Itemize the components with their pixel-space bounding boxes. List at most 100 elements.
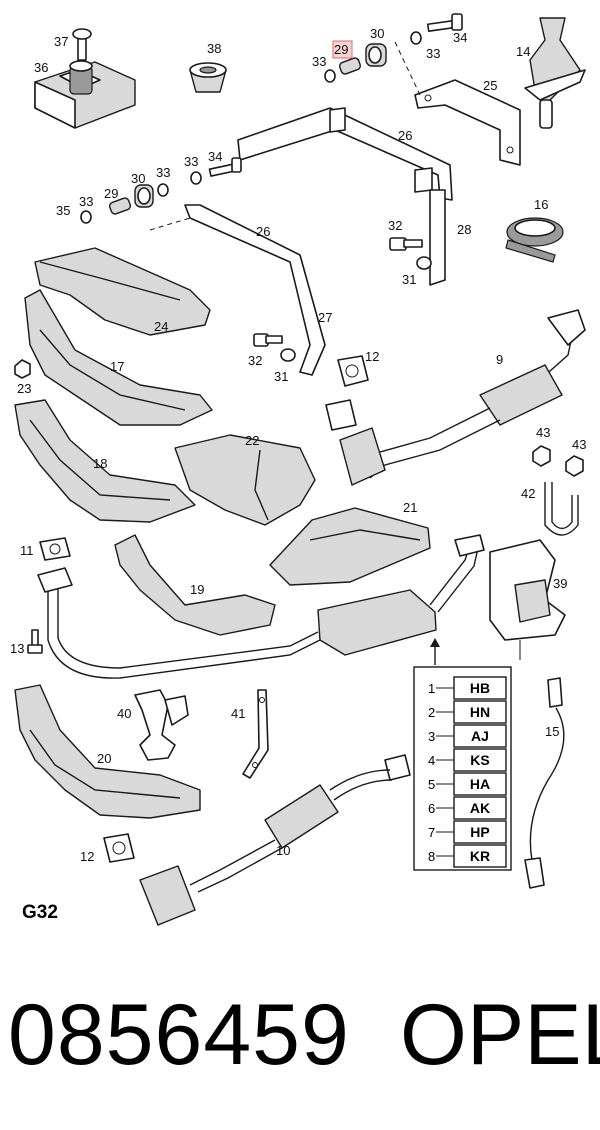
variant-row: 3 AJ (428, 724, 507, 748)
callout-12: 12 (80, 849, 94, 864)
part-13-bolt (27, 629, 43, 654)
bolt-32-lower (253, 333, 296, 362)
part-17-heat-shield (24, 289, 213, 426)
callout-26: 26 (256, 224, 270, 239)
callout-33: 33 (312, 54, 326, 69)
callout-34: 34 (453, 30, 467, 45)
part-16-tape-roll (505, 217, 564, 263)
variant-code-table: 1 HB 2 HN 3 AJ 4 KS 5 HA (413, 666, 512, 871)
callout-26: 26 (398, 128, 412, 143)
callout-40: 40 (117, 706, 131, 721)
variant-row: 7 HP (428, 820, 507, 844)
callout-37: 37 (54, 34, 68, 49)
callout-21: 21 (403, 500, 417, 515)
variant-index: 2 (428, 705, 435, 720)
part-39-mount (489, 539, 566, 660)
callout-20: 20 (97, 751, 111, 766)
variant-code: KR (470, 848, 490, 864)
callout-22: 22 (245, 433, 259, 448)
callout-35: 35 (56, 203, 70, 218)
part-24-heat-shield (34, 247, 211, 336)
main-exhaust-pipe (37, 534, 485, 679)
callout-16: 16 (534, 197, 548, 212)
variant-row: 5 HA (428, 772, 507, 796)
footer: 0856459 OPEL (0, 985, 600, 1095)
callout-30: 30 (370, 26, 384, 41)
diagram-reference: G32 (22, 902, 58, 923)
callout-25: 25 (483, 78, 497, 93)
variant-row: 2 HN (428, 700, 507, 724)
left-hardware-group (80, 157, 242, 224)
callout-32: 32 (248, 353, 262, 368)
callout-33: 33 (184, 154, 198, 169)
variant-index: 7 (428, 825, 435, 840)
variant-row: 6 AK (428, 796, 507, 820)
callout-39: 39 (553, 576, 567, 591)
callout-38: 38 (207, 41, 221, 56)
top-hardware-group (324, 13, 463, 83)
variant-code: HB (470, 680, 490, 696)
callout-24: 24 (154, 319, 168, 334)
variant-code: AK (470, 800, 490, 816)
callout-41: 41 (231, 706, 245, 721)
part-20-heat-shield (14, 684, 201, 819)
variant-index: 6 (428, 801, 435, 816)
part-15-oxygen-sensor (524, 677, 565, 889)
part-11-gasket (39, 537, 71, 561)
callout-31: 31 (402, 272, 416, 287)
callout-11: 11 (20, 543, 34, 558)
part-12-gasket-upper (337, 355, 369, 387)
part-26-27-lower-bracket (149, 204, 326, 376)
variant-index: 5 (428, 777, 435, 792)
part-18-heat-shield (14, 399, 196, 523)
variant-table-arrow (430, 638, 440, 665)
bolt-32-upper (389, 237, 432, 270)
part-22-heat-shield (174, 434, 316, 526)
part-41-strap (242, 689, 269, 779)
part-14-hanger-clip (524, 17, 586, 129)
callout-34: 34 (208, 149, 222, 164)
variant-index: 1 (428, 681, 435, 696)
variant-row: 4 KS (428, 748, 507, 772)
callout-42: 42 (521, 486, 535, 501)
variant-index: 4 (428, 753, 435, 768)
callout-29: 29 (334, 42, 348, 57)
callout-36: 36 (34, 60, 48, 75)
part-9-catalytic-converter (325, 309, 586, 486)
callout-18: 18 (93, 456, 107, 471)
part-number: 0856459 (8, 987, 350, 1083)
part-10-catalytic-converter (139, 754, 411, 926)
callout-23: 23 (17, 381, 31, 396)
part-43-nuts (532, 445, 584, 477)
callout-33: 33 (156, 165, 170, 180)
callout-30: 30 (131, 171, 145, 186)
part-28-bracket (429, 189, 446, 286)
part-26-upper-bracket (237, 107, 453, 201)
variant-row: 8 KR (428, 844, 507, 868)
callout-43: 43 (572, 437, 586, 452)
callout-27: 27 (318, 310, 332, 325)
part-21-heat-shield (269, 507, 431, 586)
variant-index: 3 (428, 729, 435, 744)
variant-code: AJ (471, 728, 489, 744)
variant-code: HN (470, 704, 490, 720)
callout-33: 33 (426, 46, 440, 61)
brand-name: OPEL (400, 987, 600, 1083)
part-19-heat-shield (114, 534, 276, 636)
callout-33: 33 (79, 194, 93, 209)
variant-row: 1 HB (428, 676, 507, 700)
part-42-u-bolt (544, 482, 579, 536)
callout-12: 12 (365, 349, 379, 364)
part-23-nut (14, 359, 31, 379)
callout-17: 17 (110, 359, 124, 374)
exhaust-system-diagram: 1 HB 2 HN 3 AJ 4 KS 5 HA (10, 13, 586, 926)
variant-code: HP (470, 824, 489, 840)
variant-index: 8 (428, 849, 435, 864)
callout-29-highlight (332, 40, 353, 59)
callout-9: 9 (496, 352, 503, 367)
callout-32: 32 (388, 218, 402, 233)
part-37-bolt (72, 28, 92, 61)
callout-19: 19 (190, 582, 204, 597)
callout-29: 29 (104, 186, 118, 201)
callout-10: 10 (276, 843, 290, 858)
